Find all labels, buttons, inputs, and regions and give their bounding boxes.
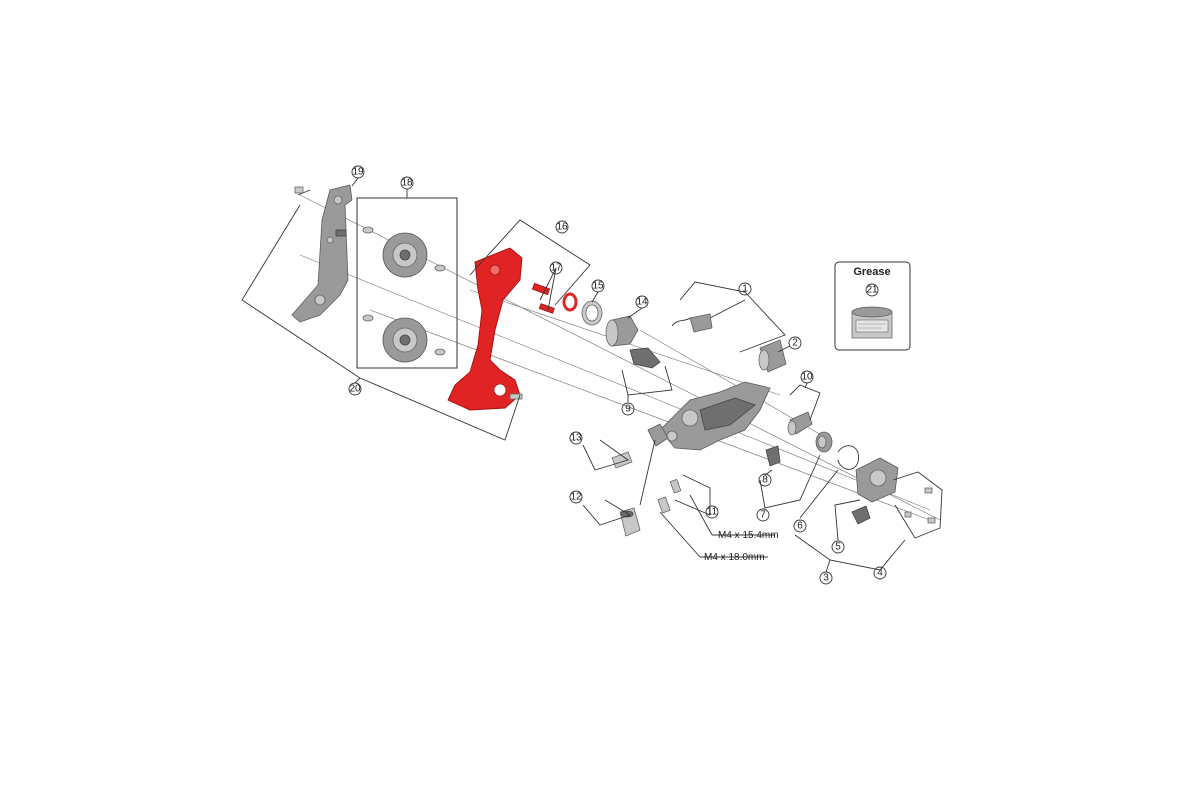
inner-cage-plate-highlighted (447, 247, 578, 411)
callout-4: 4 (873, 566, 887, 580)
bolt-spec-long: M4 x 18.0mm (704, 552, 765, 563)
cage-pin-highlighted (531, 282, 555, 314)
callout-6: 6 (793, 519, 807, 533)
svg-text:2: 2 (792, 338, 798, 349)
spring-unit (671, 313, 713, 333)
lower-pulley (362, 314, 446, 363)
callout-2: 2 (788, 336, 802, 350)
svg-text:18: 18 (401, 178, 413, 189)
svg-text:6: 6 (797, 521, 803, 532)
grease-box: Grease 21 (834, 261, 911, 351)
svg-text:13: 13 (570, 433, 582, 444)
cable-adjuster (765, 445, 781, 467)
callout-16: 16 (555, 220, 569, 234)
callout-21: 21 (865, 283, 879, 297)
pivot-shaft (758, 339, 787, 373)
svg-text:8: 8 (762, 475, 768, 486)
mounting-bolt (619, 507, 641, 537)
svg-text:12: 12 (570, 492, 582, 503)
pulley-set (356, 197, 458, 369)
callout-5: 5 (831, 540, 845, 554)
callout-20: 20 (348, 377, 362, 396)
stabilizer-cover-unit (851, 457, 936, 525)
b-tension-bolt (611, 451, 633, 469)
bolt-spec-short: M4 x 15.4mm (718, 530, 779, 541)
small-bolts (657, 478, 682, 514)
svg-text:15: 15 (592, 281, 604, 292)
svg-text:3: 3 (823, 573, 829, 584)
adjust-lever (629, 347, 661, 369)
grease-title: Grease (853, 266, 890, 278)
callout-9: 9 (621, 402, 635, 416)
svg-text:19: 19 (352, 167, 364, 178)
callout-8: 8 (758, 473, 772, 487)
upper-pulley (362, 226, 446, 278)
callout-10: 10 (800, 370, 814, 389)
derailleur-main-body (647, 381, 771, 451)
callout-18: 18 (400, 176, 414, 198)
svg-text:7: 7 (760, 510, 766, 521)
outer-cage-plate (291, 184, 353, 323)
callout-labels: 19 18 16 17 15 14 1 2 (348, 165, 887, 585)
svg-text:17: 17 (550, 263, 562, 274)
callout-1: 1 (738, 282, 752, 296)
svg-text:20: 20 (349, 384, 361, 395)
callout-3: 3 (819, 559, 833, 585)
svg-text:1: 1 (742, 284, 748, 295)
axle-bolt (787, 411, 813, 436)
callout-14: 14 (635, 295, 649, 309)
friction-spring (837, 445, 860, 470)
svg-text:10: 10 (801, 372, 813, 383)
callout-11: 11 (705, 505, 719, 519)
callout-15: 15 (591, 279, 605, 293)
callout-7: 7 (756, 508, 770, 522)
svg-text:4: 4 (877, 568, 883, 579)
callout-13: 13 (569, 431, 583, 445)
pivot-bushing (605, 315, 639, 347)
svg-text:16: 16 (556, 222, 568, 233)
bolt-specifications: M4 x 15.4mm M4 x 18.0mm (704, 530, 779, 563)
svg-text:14: 14 (636, 297, 648, 308)
svg-text:11: 11 (707, 507, 718, 518)
svg-text:21: 21 (866, 285, 878, 296)
grease-tub-icon (851, 306, 893, 339)
callout-19: 19 (351, 165, 365, 187)
svg-text:9: 9 (625, 404, 631, 415)
callout-12: 12 (569, 490, 583, 504)
tension-ring (581, 300, 603, 326)
svg-text:5: 5 (835, 542, 841, 553)
cage-ring-highlighted (562, 292, 578, 312)
callout-17: 17 (549, 261, 563, 275)
clutch-cylinder (815, 431, 833, 453)
